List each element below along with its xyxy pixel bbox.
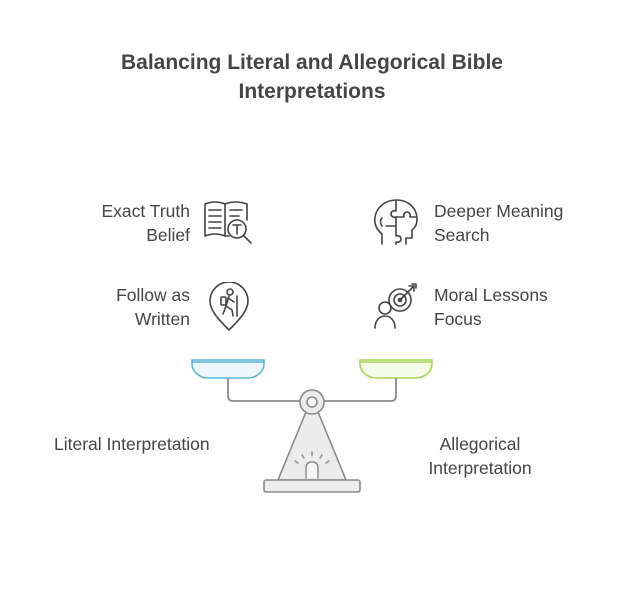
person-target-icon — [374, 283, 417, 329]
label-moral-lessons-focus: Moral Lessons Focus — [434, 285, 548, 329]
label-follow-as-written: Follow as Written — [116, 285, 190, 329]
right-pan — [359, 359, 433, 379]
scale-pivot-inner — [306, 396, 318, 408]
scale-indicator — [294, 451, 330, 479]
label-allegorical-interpretation: Allegorical Interpretation — [428, 434, 532, 478]
label-literal-interpretation: Literal Interpretation — [54, 434, 210, 454]
diagram-title: Balancing Literal and Allegorical Bible … — [0, 48, 624, 106]
book-magnifier-icon — [204, 201, 252, 244]
title-line-2: Interpretations — [238, 80, 386, 103]
label-exact-truth-belief: Exact Truth Belief — [101, 201, 190, 245]
label-deeper-meaning-search: Deeper Meaning Search — [434, 201, 564, 245]
title-line-1: Balancing Literal and Allegorical Bible — [121, 51, 503, 74]
head-puzzle-icon — [373, 199, 418, 245]
left-pan — [191, 359, 265, 379]
hiker-location-pin-icon — [209, 282, 249, 331]
scale-base — [263, 479, 361, 493]
